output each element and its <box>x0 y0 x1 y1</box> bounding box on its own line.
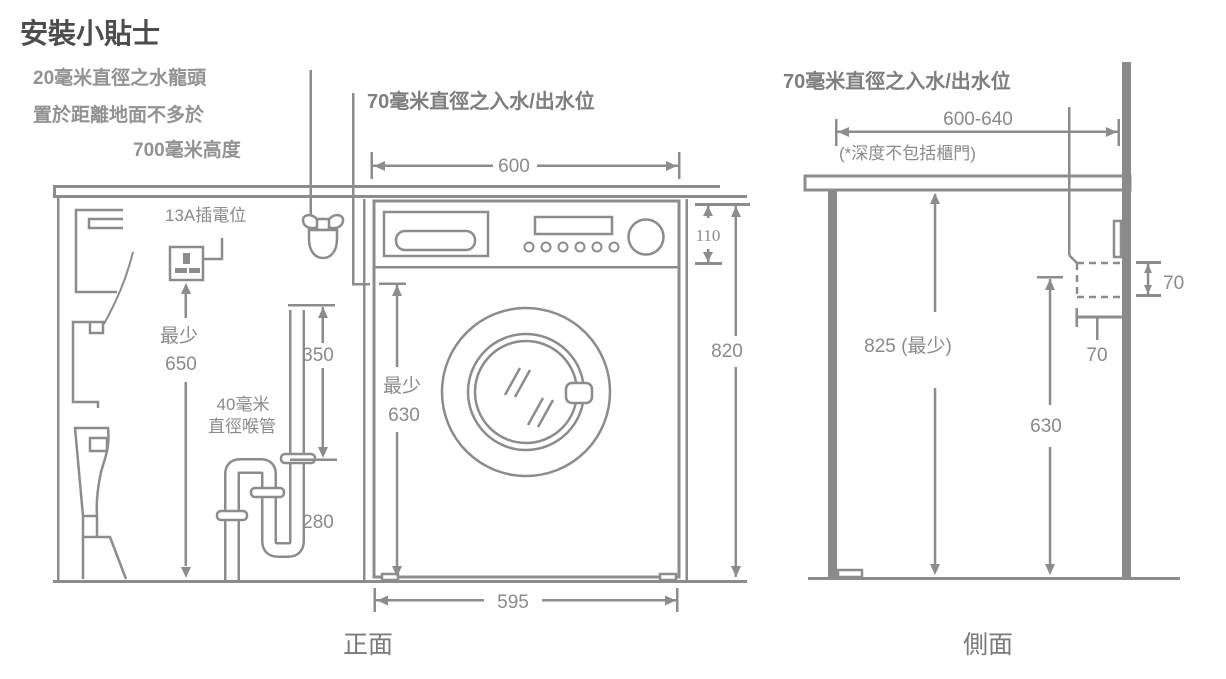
hose-curve-icon <box>103 251 134 325</box>
socket-label: 13A插電位 <box>165 206 246 225</box>
side-floor-line <box>808 577 1180 580</box>
socket-group: 13A插電位 <box>165 206 246 282</box>
recess-right-line <box>685 199 688 580</box>
dim-595-value: 595 <box>497 592 529 613</box>
dim-650-value: 650 <box>165 354 197 375</box>
panel-divider <box>374 266 679 269</box>
dim-70b-value: 70 <box>1086 345 1107 366</box>
outlet-dashed-box <box>1075 261 1122 299</box>
socket-icon <box>168 245 205 282</box>
dim-820-value: 820 <box>711 341 743 362</box>
recess-left-line <box>363 199 366 580</box>
side-countertop <box>803 174 1132 192</box>
dim-630s-value: 630 <box>1030 416 1062 437</box>
dim-machine-height: 820 <box>711 203 750 577</box>
faucet-supply-line <box>309 70 312 215</box>
dim-outlet-offset: 70 <box>1075 308 1122 366</box>
pipe-collar <box>249 486 286 499</box>
shelf-icon <box>74 208 123 294</box>
side-view: 70毫米直徑之入水/出水位 600-640 (*深度不包括櫃門) <box>783 62 1184 659</box>
dim-280-value: 280 <box>302 512 334 533</box>
dim-panel-height: 110 <box>695 203 722 265</box>
dim-825-value: 825 (最少) <box>864 335 952 357</box>
faucet-handle-icon <box>301 213 345 230</box>
page-title: 安裝小貼士 <box>20 18 160 49</box>
dim-door-min: 最少 630 <box>379 282 421 577</box>
faucet-note-line2: 置於距離地面不多於 <box>33 103 205 126</box>
pipe-collar <box>215 509 249 522</box>
dim-600-value: 600 <box>498 156 530 177</box>
wall-pipe-icon <box>1112 219 1123 259</box>
inlet-line <box>352 93 370 286</box>
faucet-note: 20毫米直徑之水龍頭 置於距離地面不多於 700毫米高度 <box>33 66 242 161</box>
machine-foot-left <box>380 572 400 582</box>
machine-body <box>372 199 681 579</box>
side-right-wall <box>1122 62 1131 577</box>
countertop <box>53 185 747 198</box>
dim-630f-value: 630 <box>388 405 420 426</box>
side-inlet-label: 70毫米直徑之入水/出水位 <box>783 69 1011 93</box>
dim-standpipe-top: 350 <box>288 304 337 461</box>
side-view-label: 側面 <box>963 631 1013 659</box>
wall-fixtures <box>71 208 134 580</box>
drain-note-line1: 40毫米 <box>217 395 270 414</box>
dim-depth-value: 600-640 <box>943 109 1013 130</box>
front-inlet-label: 70毫米直徑之入水/出水位 <box>367 89 595 113</box>
front-view-label: 正面 <box>343 631 393 659</box>
dim-350-value: 350 <box>302 345 334 366</box>
faucet-note-line3: 700毫米高度 <box>133 138 242 161</box>
drain-note-line2: 直徑喉管 <box>208 417 276 436</box>
dim-worktop-min: 825 (最少) <box>864 193 952 575</box>
program-knob <box>627 218 665 256</box>
socket-conduit <box>203 238 224 261</box>
machine-foot-right <box>658 572 678 582</box>
dim-70v-value: 70 <box>1163 273 1184 294</box>
drain-trap-group <box>215 310 317 580</box>
outlet-feed-line <box>1068 107 1078 264</box>
dim-650-label: 最少 <box>160 325 198 347</box>
dim-socket-height: 最少 650 <box>160 283 198 578</box>
door-glass-shine <box>503 367 555 428</box>
dim-hose-height: 630 <box>1030 276 1063 575</box>
dim-machine-width: 595 <box>373 588 679 613</box>
drawer-handle <box>394 229 477 252</box>
side-left-wall <box>828 190 837 577</box>
door-handle <box>564 381 594 405</box>
front-floor-line <box>53 580 747 583</box>
faucet-group <box>301 70 345 260</box>
dim-depth-range: 600-640 <box>835 109 1120 146</box>
control-buttons <box>523 241 620 253</box>
door <box>440 306 612 478</box>
toilet-icon <box>73 426 128 580</box>
faucet-icon <box>307 228 339 260</box>
detergent-drawer <box>382 210 490 258</box>
dim-110-value: 110 <box>696 226 721 245</box>
front-view: 20毫米直徑之水龍頭 置於距離地面不多於 700毫米高度 70毫米直徑之入水/出… <box>33 66 750 659</box>
basin-icon <box>71 320 105 408</box>
drain-pipe-note: 40毫米 直徑喉管 <box>208 395 276 436</box>
dim-630f-label: 最少 <box>383 375 421 397</box>
dim-outlet-height: 70 <box>1136 261 1184 297</box>
faucet-note-line1: 20毫米直徑之水龍頭 <box>33 66 207 89</box>
dim-cutout-width: 600 <box>370 152 681 179</box>
wall-foot <box>836 568 864 579</box>
display-panel <box>533 215 614 236</box>
washing-machine <box>372 199 681 582</box>
left-wall <box>57 198 60 580</box>
depth-note: (*深度不包括櫃門) <box>839 144 976 163</box>
